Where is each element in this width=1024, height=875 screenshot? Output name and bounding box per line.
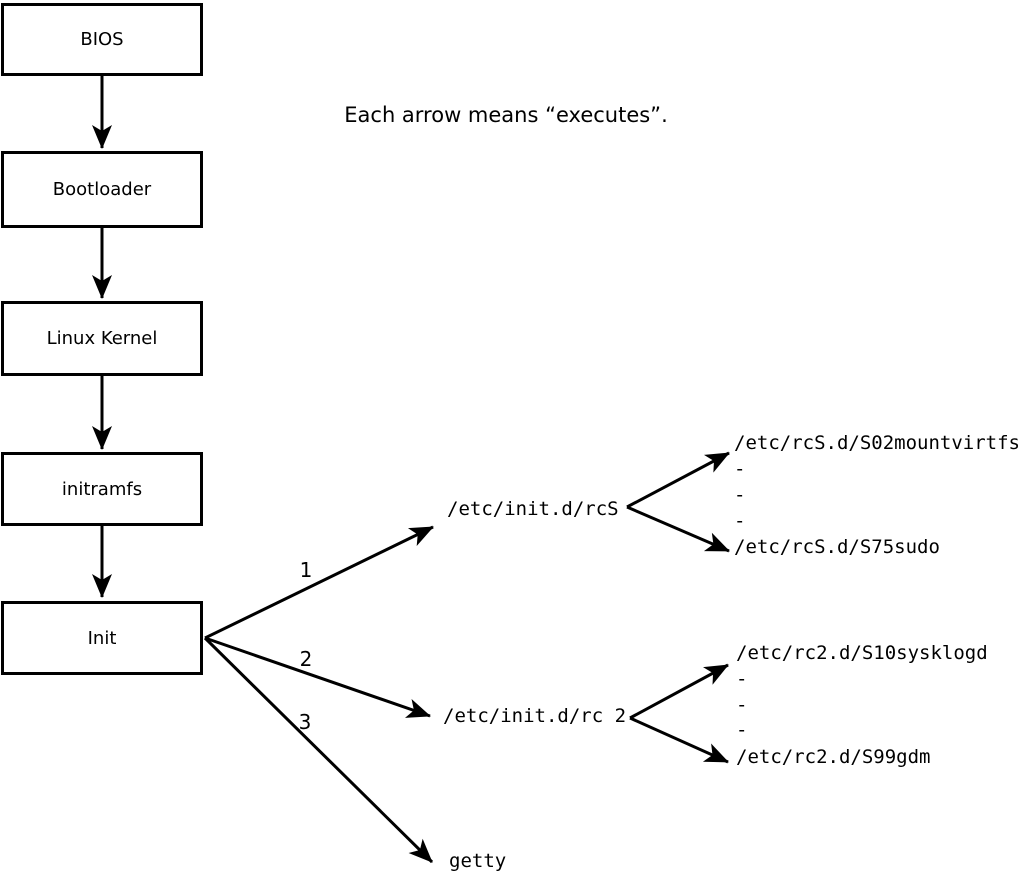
rcS-script-ellipsis-dash: - bbox=[734, 484, 746, 507]
rc2-script-ellipsis-dash: - bbox=[736, 694, 748, 717]
node-initramfs-label: initramfs bbox=[61, 478, 143, 500]
arrow-rcS-to-last-script bbox=[626, 505, 730, 553]
target-getty: getty bbox=[449, 850, 507, 873]
rc2-script-last: /etc/rc2.d/S99gdm bbox=[736, 746, 931, 769]
arrow-init-to-rc2 bbox=[204, 636, 431, 718]
node-init: Init bbox=[1, 601, 203, 675]
legend-note: Each arrow means “executes”. bbox=[344, 103, 668, 127]
node-bios-label: BIOS bbox=[80, 29, 124, 50]
rc2-script-first: /etc/rc2.d/S10sysklogd bbox=[736, 642, 988, 665]
target-etc-init-d-rc2: /etc/init.d/rc 2 bbox=[443, 705, 627, 728]
rcS-script-last: /etc/rcS.d/S75sudo bbox=[734, 536, 940, 559]
node-linux-kernel: Linux Kernel bbox=[1, 301, 203, 376]
branch-3-number: 3 bbox=[298, 710, 312, 734]
rc2-script-ellipsis-dash: - bbox=[736, 719, 748, 742]
node-bootloader: Bootloader bbox=[1, 151, 203, 228]
target-etc-init-d-rcS: /etc/init.d/rcS bbox=[447, 498, 619, 521]
rcS-script-first: /etc/rcS.d/S02mountvirtfs bbox=[734, 432, 1020, 455]
branch-2-number: 2 bbox=[299, 647, 313, 671]
node-bootloader-label: Bootloader bbox=[52, 179, 152, 200]
arrow-rc2-to-first-script bbox=[629, 663, 729, 720]
rcS-script-ellipsis-dash: - bbox=[734, 510, 746, 533]
node-initramfs: initramfs bbox=[1, 452, 203, 526]
arrow-rc2-to-last-script bbox=[629, 716, 729, 764]
node-init-label: Init bbox=[87, 627, 117, 649]
arrow-init-to-rcS bbox=[204, 525, 434, 640]
node-bios: BIOS bbox=[1, 3, 203, 76]
rc2-script-ellipsis-dash: - bbox=[736, 668, 748, 691]
rcS-script-ellipsis-dash: - bbox=[734, 458, 746, 481]
arrow-init-to-getty bbox=[203, 636, 434, 864]
node-linux-kernel-label: Linux Kernel bbox=[46, 328, 158, 349]
arrow-rcS-to-first-script bbox=[626, 451, 730, 509]
branch-1-number: 1 bbox=[299, 558, 313, 582]
